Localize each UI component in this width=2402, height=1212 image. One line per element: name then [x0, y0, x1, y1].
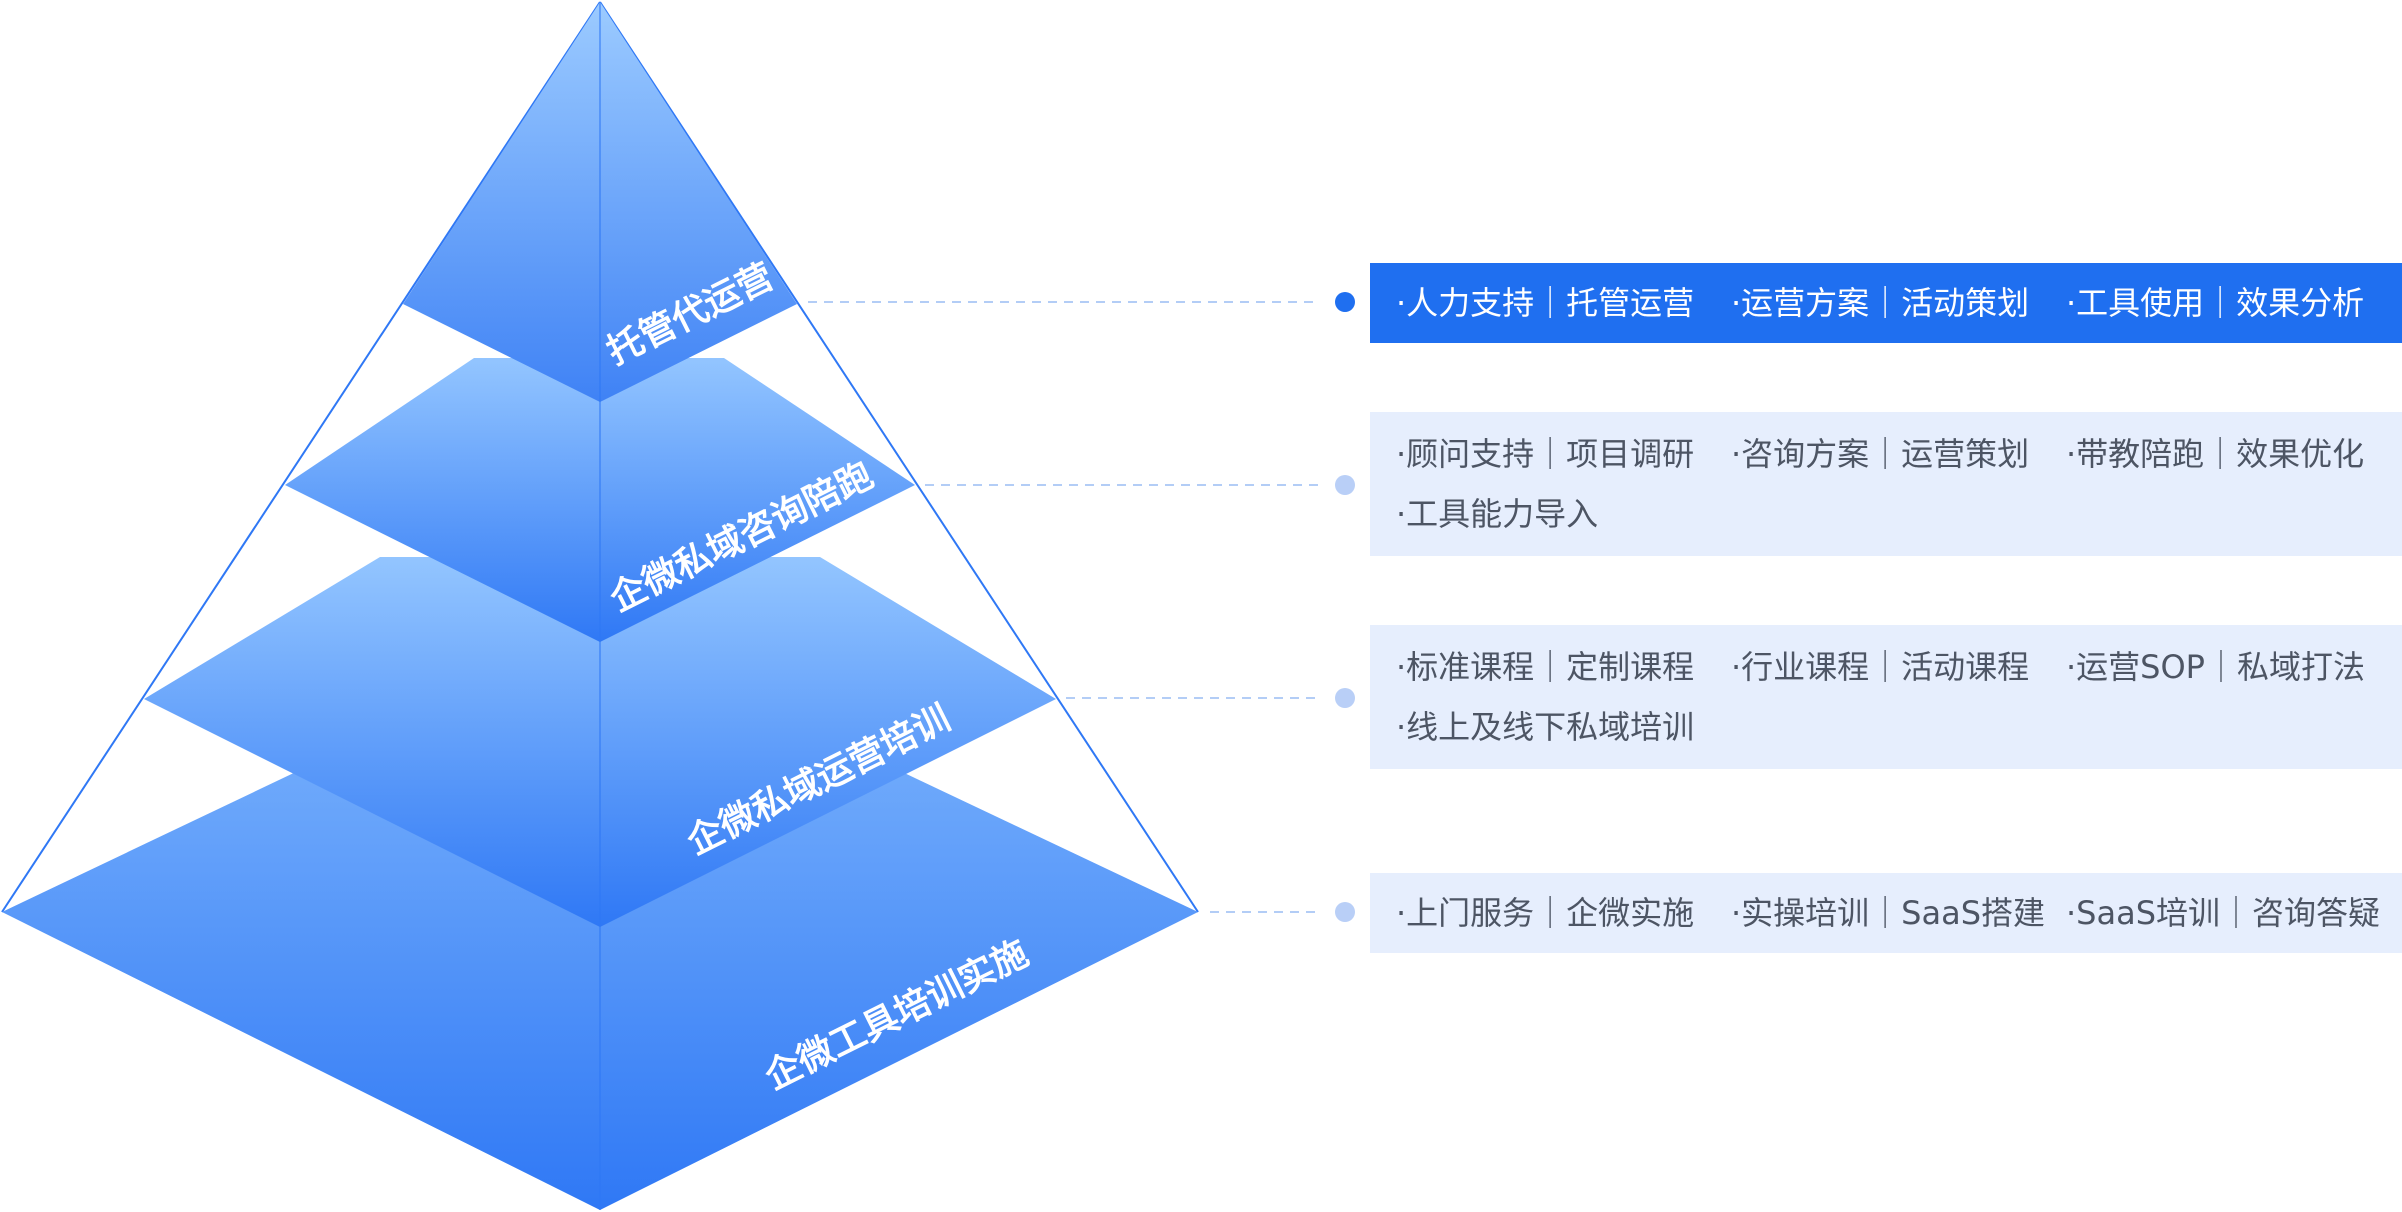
connector-dot-tier-3: [1335, 688, 1355, 708]
service-item: ·线上及线下私域培训: [1396, 708, 1695, 746]
service-item: ·咨询方案｜运营策划: [1731, 435, 2030, 473]
panel-row: ·线上及线下私域培训: [1396, 697, 2402, 757]
service-item: ·标准课程｜定制课程: [1396, 648, 1695, 686]
connector-dot-tier-4: [1335, 902, 1355, 922]
service-item: ·人力支持｜托管运营: [1396, 284, 1695, 322]
service-item: ·SaaS培训｜咨询答疑: [2066, 894, 2381, 932]
service-item: ·带教陪跑｜效果优化: [2066, 435, 2365, 473]
pyramid-outline: [1, 1, 1199, 913]
service-item: ·工具使用｜效果分析: [2066, 284, 2365, 322]
panel-row: ·人力支持｜托管运营 ·运营方案｜活动策划 ·工具使用｜效果分析: [1396, 273, 2402, 333]
panel-row: ·工具能力导入: [1396, 484, 2402, 544]
service-item: ·运营方案｜活动策划: [1731, 284, 2030, 322]
service-panel-tier-1: ·人力支持｜托管运营 ·运营方案｜活动策划 ·工具使用｜效果分析: [1370, 263, 2402, 343]
service-item: ·上门服务｜企微实施: [1396, 894, 1695, 932]
service-item: ·顾问支持｜项目调研: [1396, 435, 1695, 473]
service-item: ·实操培训｜SaaS搭建: [1731, 894, 2046, 932]
service-panel-tier-4: ·上门服务｜企微实施 ·实操培训｜SaaS搭建 ·SaaS培训｜咨询答疑: [1370, 873, 2402, 953]
service-item: ·运营SOP｜私域打法: [2066, 648, 2365, 686]
connector-dot-tier-1: [1335, 292, 1355, 312]
panel-row: ·上门服务｜企微实施 ·实操培训｜SaaS搭建 ·SaaS培训｜咨询答疑: [1396, 883, 2402, 943]
service-item: ·行业课程｜活动课程: [1731, 648, 2030, 686]
service-panel-tier-3: ·标准课程｜定制课程 ·行业课程｜活动课程 ·运营SOP｜私域打法 ·线上及线下…: [1370, 625, 2402, 769]
connector-dot-tier-2: [1335, 475, 1355, 495]
service-item: ·工具能力导入: [1396, 495, 1599, 533]
service-panel-tier-2: ·顾问支持｜项目调研 ·咨询方案｜运营策划 ·带教陪跑｜效果优化 ·工具能力导入: [1370, 412, 2402, 556]
panel-row: ·标准课程｜定制课程 ·行业课程｜活动课程 ·运营SOP｜私域打法: [1396, 637, 2402, 697]
panel-row: ·顾问支持｜项目调研 ·咨询方案｜运营策划 ·带教陪跑｜效果优化: [1396, 424, 2402, 484]
